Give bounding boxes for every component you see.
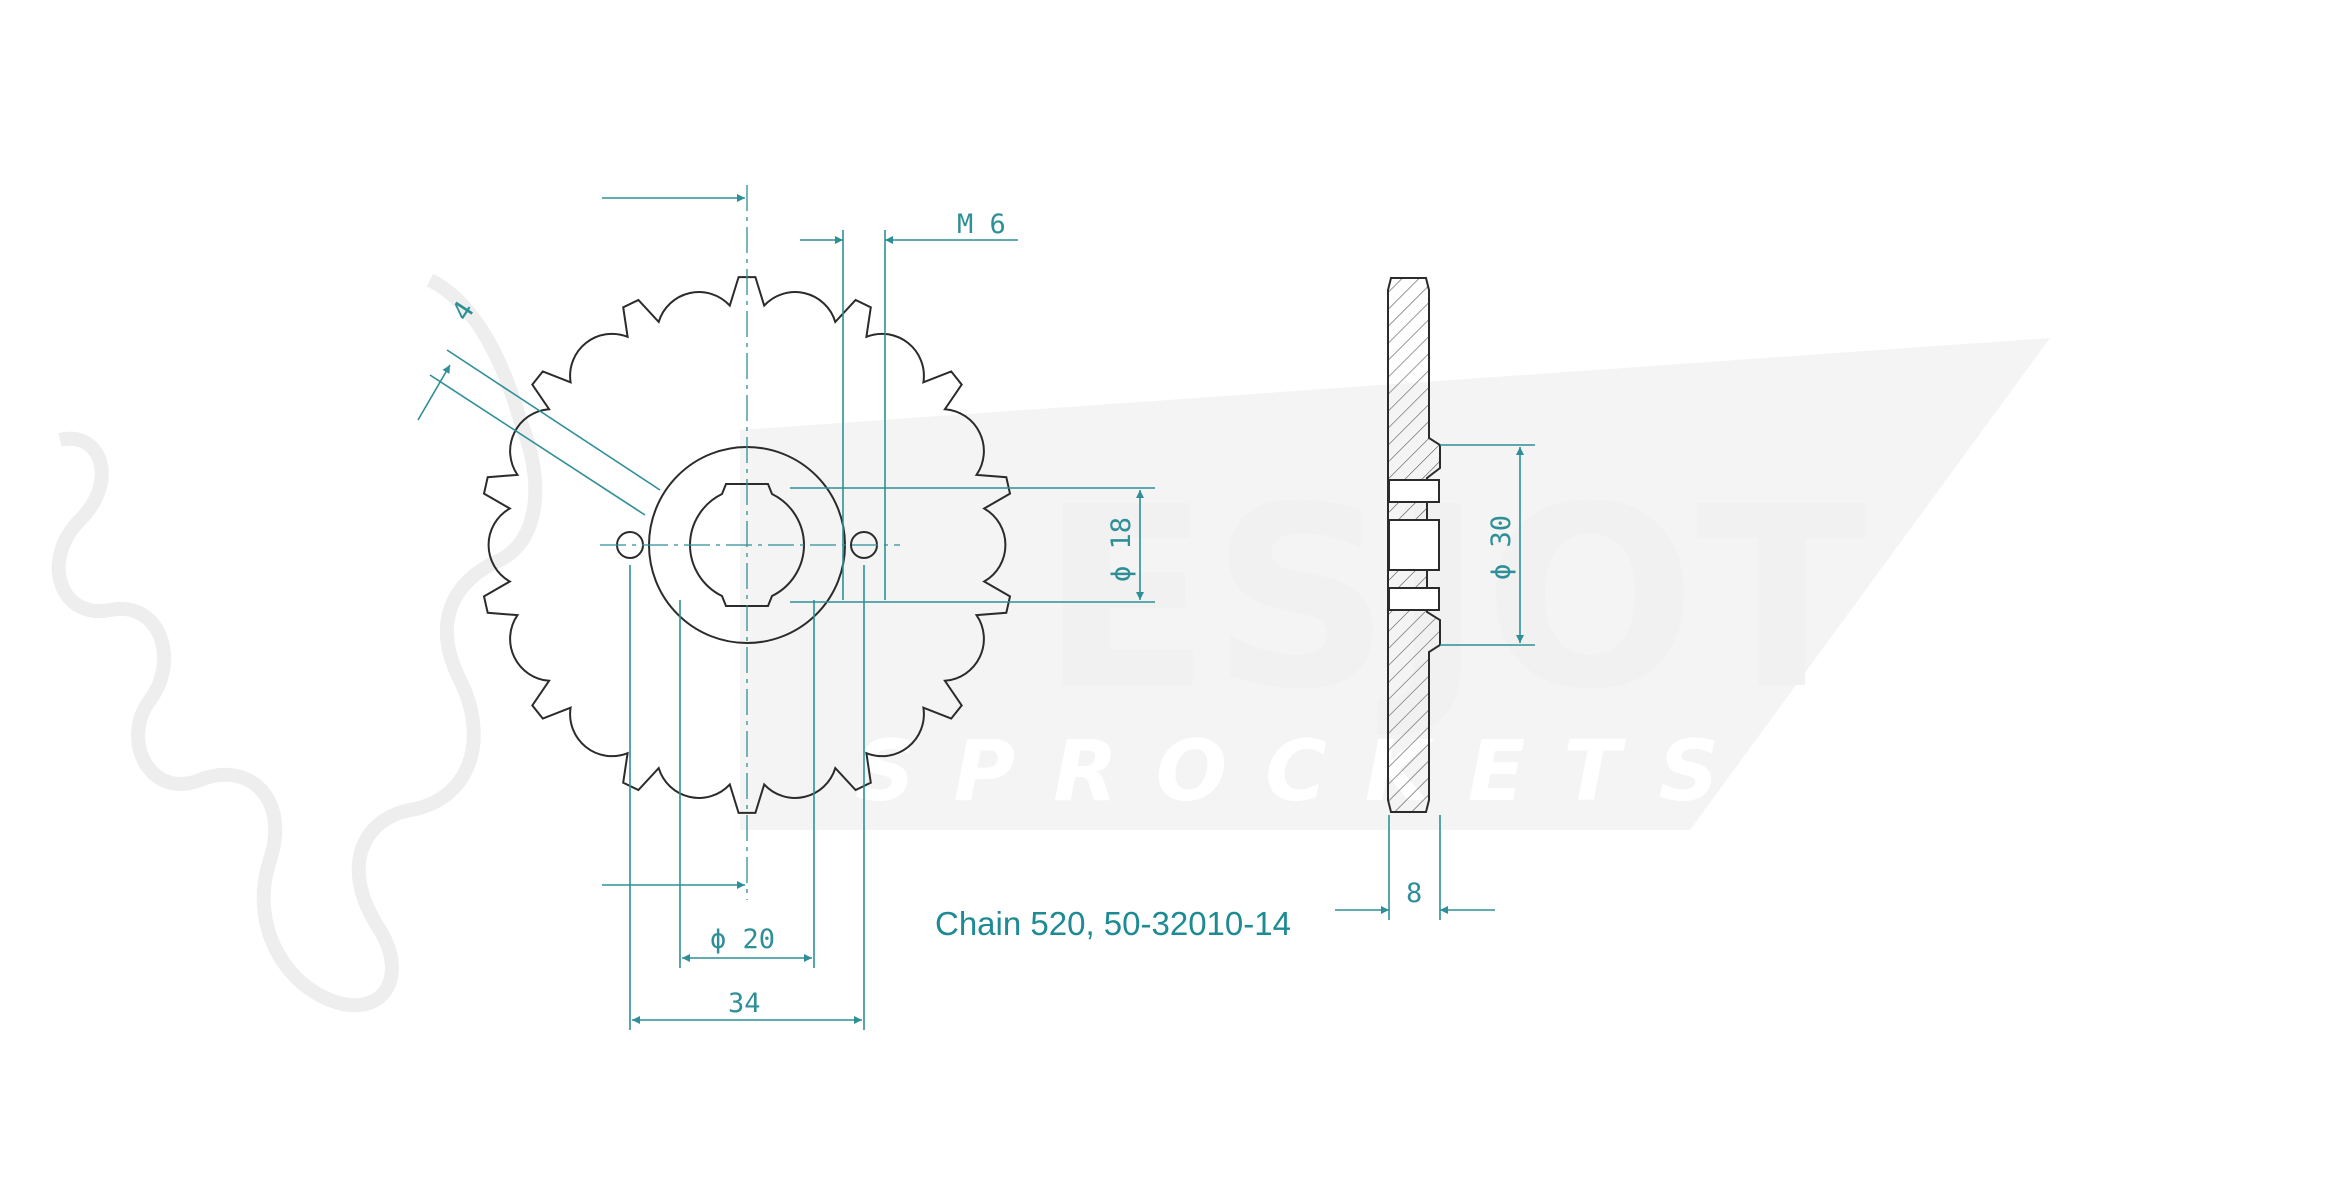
section-arrows (602, 194, 745, 889)
label-bolt-spacing: 34 (728, 988, 761, 1019)
label-boss-diameter: ϕ 30 (1486, 515, 1517, 580)
side-bore-upper (1388, 479, 1440, 503)
dim-bolt-spacing: 34 (629, 565, 865, 1030)
watermark: ESJOT SPROCKETS (51, 273, 2050, 1013)
dim-bore-diameter: ϕ 18 (790, 487, 1155, 603)
label-bore-diameter: ϕ 18 (1106, 517, 1137, 582)
dim-bolt-thread: M 6 (800, 209, 1018, 600)
sprocket-side-view (1387, 277, 1441, 813)
watermark-sprocket-outline (51, 273, 543, 1013)
part-caption: Chain 520, 50-32010-14 (935, 905, 1291, 942)
watermark-brand: ESJOT (1040, 453, 1867, 744)
dim-boss-diameter: ϕ 30 (1440, 444, 1535, 646)
side-bore-middle (1388, 519, 1440, 571)
side-bore-lower (1388, 587, 1440, 611)
label-thickness: 8 (1406, 878, 1422, 909)
label-bolt-thread: M 6 (957, 209, 1006, 240)
dim-hub-diameter: ϕ 20 (679, 600, 815, 968)
sprocket-front-view (482, 185, 1012, 900)
dim-thickness: 8 (1335, 815, 1495, 920)
label-hub-diameter: ϕ 20 (710, 924, 775, 955)
sprocket-profile (482, 276, 1012, 814)
watermark-tagline: SPROCKETS (855, 722, 1757, 820)
